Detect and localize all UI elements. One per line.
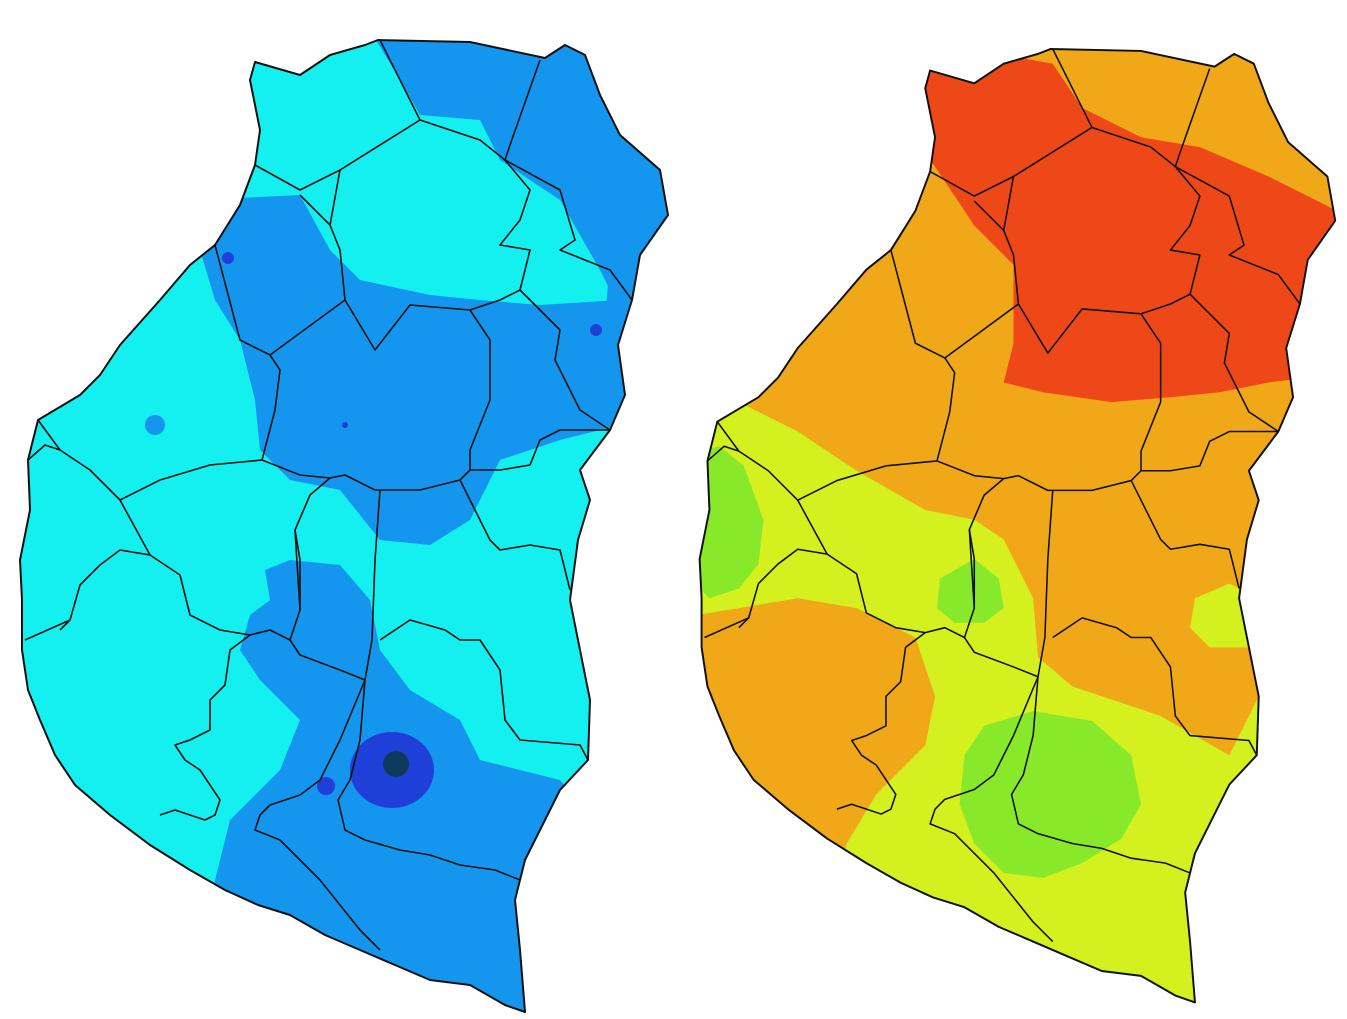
left-zone-west-spot: [145, 415, 165, 435]
right-zone-green-west: [699, 446, 764, 599]
left-map-canvas: [19, 39, 669, 1013]
left-zone-south-peak: [383, 751, 409, 777]
right-map: [680, 0, 1347, 1019]
left-zone-central: [200, 195, 640, 545]
right-zone-green-center: [936, 559, 1004, 623]
left-spot-3: [342, 422, 348, 428]
right-map-canvas: [698, 47, 1337, 1004]
left-map-fill: [20, 40, 668, 1012]
left-district-borders: [24, 39, 633, 951]
left-map: [19, 39, 669, 1013]
right-district-borders: [704, 48, 1301, 943]
left-spot-2: [590, 324, 602, 336]
left-spot-1: [222, 252, 234, 264]
right-zone-red-north: [895, 48, 1336, 403]
left-spot-4: [317, 777, 335, 795]
right-map-fill: [699, 48, 1336, 1003]
